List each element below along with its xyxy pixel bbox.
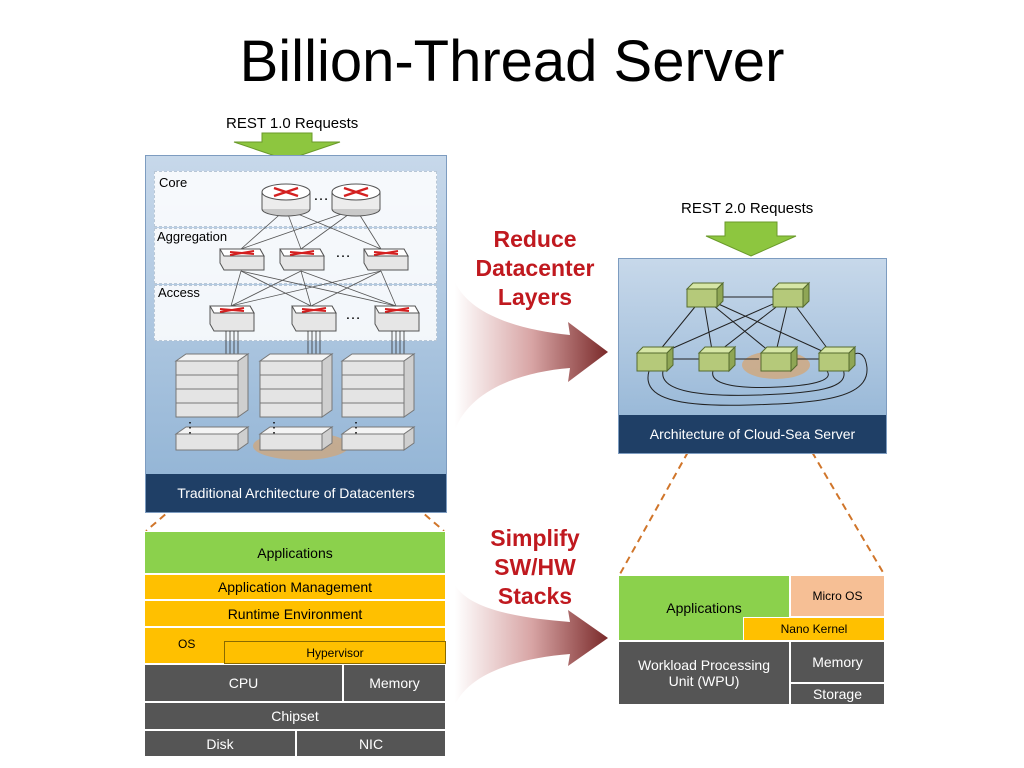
stack-wpu: Workload Processing Unit (WPU) [618, 641, 790, 705]
datacenter-network-graphic: ⋮ ⋮ ⋮ [174, 183, 420, 460]
stack-application-management: Application Management [144, 574, 446, 600]
access-switch-3 [374, 305, 420, 332]
stack-disk: Disk [144, 730, 296, 757]
simplify-stacks-text: Simplify SW/HW Stacks [455, 524, 615, 611]
simplify-arrow-shape [455, 585, 608, 705]
traditional-sw-hw-stack: Applications Application Management Runt… [144, 531, 446, 757]
aggregation-layer-label: Aggregation [157, 229, 228, 244]
stack-nic: NIC [296, 730, 446, 757]
request-arrow-right [705, 221, 797, 257]
cloud-sea-architecture-caption: Architecture of Cloud-Sea Server [619, 415, 886, 453]
stack-micro-os: Micro OS [790, 575, 885, 617]
svg-text:⋮: ⋮ [183, 419, 197, 435]
cloud-sea-node-4 [697, 345, 737, 373]
cloud-sea-sw-hw-stack: Applications Micro OS Nano Kernel Worklo… [618, 575, 885, 705]
server-rack-2: ⋮ [258, 353, 334, 451]
network-links [230, 208, 397, 307]
cloud-sea-node-3 [635, 345, 675, 373]
slide-title: Billion-Thread Server [239, 29, 785, 94]
simplify-line-3: Stacks [497, 583, 573, 609]
stack-os: OS [178, 637, 196, 651]
rest-1-request-label: REST 1.0 Requests [226, 115, 359, 132]
reduce-datacenter-layers-text: Reduce Datacenter Layers [455, 225, 615, 312]
reduce-line-1: Reduce [493, 226, 577, 252]
stack-applications: Applications [144, 531, 446, 574]
cloud-sea-node-1 [685, 281, 725, 309]
right-dashed-connector-1 [619, 451, 689, 575]
traditional-datacenter-panel: Core Aggregation Access [145, 155, 447, 513]
cloud-sea-node-6 [817, 345, 857, 373]
stack-runtime-environment: Runtime Environment [144, 600, 446, 627]
rack-cables [225, 331, 405, 356]
access-switch-2 [291, 305, 337, 332]
simplify-line-2: SW/HW [494, 554, 576, 580]
aggregation-switch-3 [363, 248, 409, 271]
cloud-sea-node-5 [759, 345, 799, 373]
cloud-sea-node-2 [771, 281, 811, 309]
stack-cs-storage: Storage [790, 683, 885, 705]
stack-chipset: Chipset [144, 702, 446, 730]
stack-cpu: CPU [144, 664, 343, 702]
aggregation-ellipsis: … [335, 244, 351, 261]
access-layer-label: Access [158, 285, 200, 300]
reduce-line-3: Layers [497, 284, 573, 310]
reduce-arrow-shape [455, 282, 608, 430]
stack-nano-kernel: Nano Kernel [743, 617, 885, 641]
rest-2-request-label: REST 2.0 Requests [681, 200, 814, 217]
traditional-architecture-caption: Traditional Architecture of Datacenters [146, 474, 446, 512]
simplify-line-1: Simplify [490, 525, 580, 551]
stack-wpu-line-2: Unit (WPU) [668, 673, 740, 689]
reduce-line-2: Datacenter [475, 255, 595, 281]
right-dashed-connector-2 [811, 451, 885, 575]
svg-text:⋮: ⋮ [349, 419, 363, 435]
cloud-sea-server-panel: Architecture of Cloud-Sea Server [618, 258, 887, 454]
access-switch-1 [209, 305, 255, 332]
cloud-sea-network-graphic [635, 281, 868, 406]
aggregation-switch-1 [219, 248, 265, 271]
server-rack-1: ⋮ [174, 353, 250, 451]
svg-text:⋮: ⋮ [267, 419, 281, 435]
core-layer-label: Core [159, 175, 188, 190]
aggregation-switch-2 [279, 248, 325, 271]
stack-memory: Memory [343, 664, 446, 702]
core-ellipsis: … [313, 187, 329, 204]
access-ellipsis: … [345, 306, 361, 323]
stack-cs-memory: Memory [790, 641, 885, 683]
stack-hypervisor: Hypervisor [224, 641, 446, 664]
server-rack-3: ⋮ [340, 353, 416, 451]
request-arrow-left [233, 132, 341, 161]
core-router-2 [331, 183, 381, 217]
core-router-1 [261, 183, 311, 217]
stack-wpu-line-1: Workload Processing [637, 657, 771, 673]
